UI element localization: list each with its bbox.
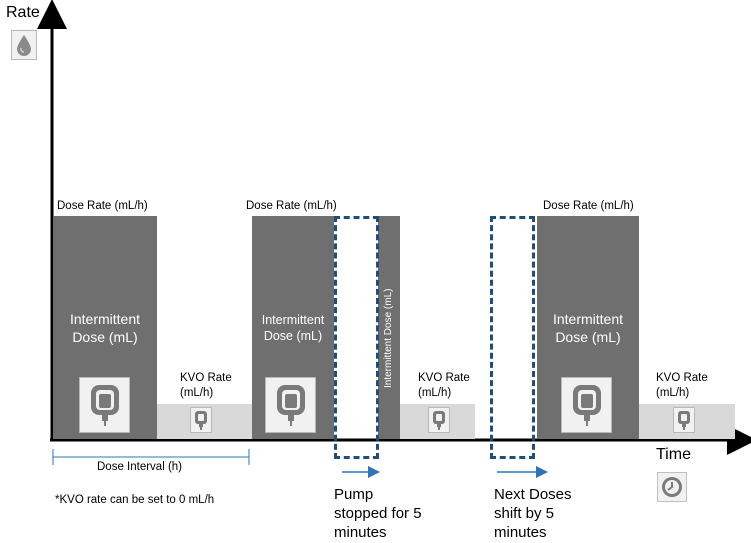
- dose-rate-label-1: Dose Rate (mL/h): [57, 200, 148, 212]
- kvo-label-line2: (mL/h): [180, 387, 214, 399]
- clock-icon: [657, 472, 687, 502]
- droplet-icon: [11, 30, 37, 60]
- dose-interval-bracket: [52, 449, 250, 465]
- iv-bag-icon: [265, 377, 316, 433]
- intermittent-dose-label-line2: Dose (mL): [263, 329, 323, 343]
- kvo-label-line2: (mL/h): [418, 387, 452, 399]
- kvo-label-line1: KVO Rate: [656, 372, 708, 384]
- kvo-label-2: KVO Rate (mL/h): [418, 371, 470, 401]
- pump-stopped-dashed-box: [334, 216, 379, 459]
- intermittent-dose-label-line1: Intermittent: [261, 313, 325, 327]
- iv-bag-icon-small: [673, 407, 695, 433]
- dose-interval-label: Dose Interval (h): [97, 461, 183, 473]
- caption-line: Pump: [334, 486, 374, 503]
- next-doses-dashed-box: [490, 216, 535, 459]
- kvo-label-line2: (mL/h): [656, 387, 690, 399]
- iv-bag-icon: [79, 377, 130, 433]
- intermittent-dose-block-partial: Intermittent Dose (mL): [378, 216, 400, 439]
- dose-rate-label-2: Dose Rate (mL/h): [246, 200, 337, 212]
- caption-line: minutes: [494, 524, 547, 541]
- kvo-label-1: KVO Rate (mL/h): [180, 371, 232, 401]
- next-doses-caption: Next Doses shift by 5 minutes: [494, 485, 572, 542]
- iv-bag-icon-small: [190, 407, 212, 433]
- caption-line: Next Doses: [494, 486, 572, 503]
- kvo-label-line1: KVO Rate: [180, 372, 232, 384]
- kvo-label-3: KVO Rate (mL/h): [656, 371, 708, 401]
- intermittent-dose-label-line1: Intermittent: [69, 311, 141, 327]
- caption-line: stopped for 5: [334, 505, 422, 522]
- y-axis-label: Rate: [6, 4, 40, 21]
- intermittent-dose-label-line2: Dose (mL): [72, 329, 138, 345]
- caption-line: shift by 5: [494, 505, 555, 522]
- intermittent-dose-label-line1: Intermittent: [552, 311, 624, 327]
- kvo-label-line1: KVO Rate: [418, 372, 470, 384]
- intermittent-dose-label-line2: Dose (mL): [555, 329, 621, 345]
- iv-bag-icon: [561, 377, 612, 433]
- kvo-note: *KVO rate can be set to 0 mL/h: [55, 494, 215, 506]
- pump-stopped-caption: Pump stopped for 5 minutes: [334, 485, 422, 542]
- dose-rate-label-3: Dose Rate (mL/h): [543, 200, 634, 212]
- x-axis-label: Time: [656, 446, 691, 463]
- intermittent-dose-vertical-label: Intermittent Dose (mL): [383, 288, 394, 388]
- iv-bag-icon-small: [428, 407, 450, 433]
- caption-line: minutes: [334, 524, 387, 541]
